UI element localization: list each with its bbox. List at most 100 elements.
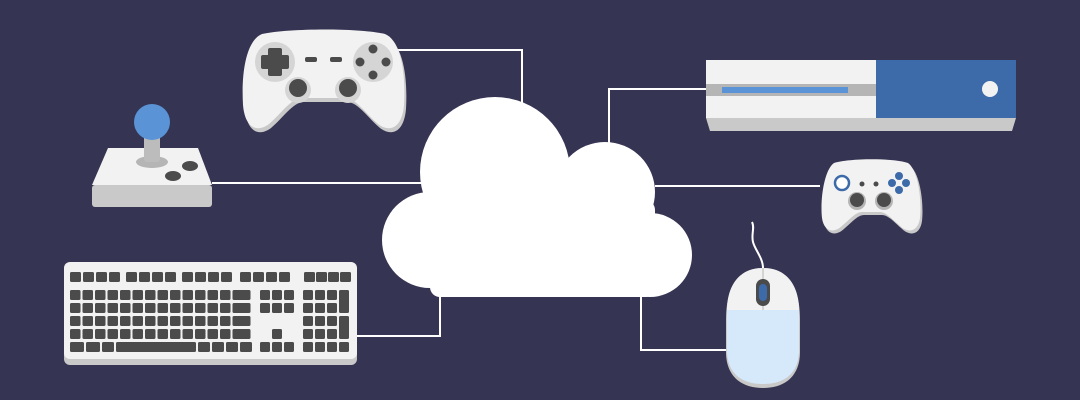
keyboard-key [95, 316, 106, 326]
connection-lines [212, 49, 820, 351]
keyboard-key [132, 290, 143, 300]
keyboard-key [339, 290, 349, 313]
keyboard-key [95, 329, 106, 339]
keyboard-key [157, 303, 168, 313]
keyboard-key [232, 316, 251, 326]
game-console-icon [706, 60, 1016, 131]
keyboard-key [120, 290, 131, 300]
keyboard-key [260, 342, 270, 352]
keyboard-key [240, 272, 251, 282]
keyboard-key [195, 329, 206, 339]
keyboard-key [157, 316, 168, 326]
keyboard-key [70, 272, 81, 282]
keyboard-key [198, 342, 210, 352]
keyboard-key [220, 290, 231, 300]
keyboard-key [102, 342, 114, 352]
keyboard-key [145, 290, 156, 300]
keyboard-key [272, 329, 282, 339]
keyboard-key [266, 272, 277, 282]
keyboard-key [82, 290, 93, 300]
keyboard-key [195, 290, 206, 300]
keyboard-key [327, 316, 337, 326]
keyboard-key [107, 303, 118, 313]
keyboard-key [107, 316, 118, 326]
keyboard-key [315, 303, 325, 313]
keyboard-key [182, 272, 193, 282]
keyboard-key [221, 272, 232, 282]
keyboard-key [340, 272, 351, 282]
keyboard-key [182, 329, 193, 339]
keyboard-key [226, 342, 238, 352]
keyboard-key [195, 316, 206, 326]
keyboard-key [272, 303, 282, 313]
keyboard-key [240, 342, 252, 352]
keyboard-key [327, 342, 337, 352]
keyboard-key [95, 303, 106, 313]
keyboard-key [70, 303, 81, 313]
keyboard-key [339, 342, 349, 352]
keyboard-key [182, 303, 193, 313]
keyboard-key [315, 316, 325, 326]
keyboard-key [120, 316, 131, 326]
keyboard-key [120, 329, 131, 339]
cloud-icon [382, 97, 692, 297]
keyboard-key [170, 329, 181, 339]
keyboard-key [157, 329, 168, 339]
keyboard-key [82, 303, 93, 313]
keyboard-key [260, 290, 270, 300]
keyboard-key [195, 303, 206, 313]
keyboard-key [70, 342, 84, 352]
keyboard-key [328, 272, 339, 282]
keyboard-key [232, 290, 251, 300]
keyboard-key [284, 290, 294, 300]
keyboard-key [170, 316, 181, 326]
keyboard-key [165, 272, 176, 282]
keyboard-key [315, 290, 325, 300]
keyboard-key [304, 272, 315, 282]
keyboard-keys [70, 272, 351, 352]
keyboard-key [82, 329, 93, 339]
keyboard-key [284, 303, 294, 313]
keyboard-key [207, 329, 218, 339]
keyboard-key [220, 329, 231, 339]
line-gamepad-ps [395, 49, 523, 110]
keyboard-key [70, 329, 81, 339]
keyboard-key [145, 316, 156, 326]
line-mouse [640, 290, 730, 351]
keyboard-key [315, 329, 325, 339]
keyboard-key [96, 272, 107, 282]
keyboard-key [170, 290, 181, 300]
keyboard-key [220, 303, 231, 313]
keyboard-key [303, 290, 313, 300]
keyboard-key [116, 342, 196, 352]
keyboard-key [327, 303, 337, 313]
keyboard-key [132, 316, 143, 326]
keyboard-key [107, 290, 118, 300]
keyboard-key [316, 272, 327, 282]
keyboard-key [107, 329, 118, 339]
keyboard-key [303, 342, 313, 352]
keyboard-key [70, 290, 81, 300]
keyboard-key [339, 316, 349, 339]
keyboard-key [279, 272, 290, 282]
keyboard-icon [64, 262, 357, 365]
gamepad-ps-icon [242, 29, 407, 133]
keyboard-key [182, 290, 193, 300]
keyboard-key [303, 316, 313, 326]
keyboard-key [145, 303, 156, 313]
keyboard-key [232, 329, 251, 339]
keyboard-key [195, 272, 206, 282]
keyboard-key [272, 290, 282, 300]
keyboard-key [132, 303, 143, 313]
keyboard-key [82, 316, 93, 326]
keyboard-key [70, 316, 81, 326]
keyboard-key [315, 342, 325, 352]
keyboard-key [232, 303, 251, 313]
keyboard-key [170, 303, 181, 313]
keyboard-key [207, 316, 218, 326]
keyboard-key [132, 329, 143, 339]
keyboard-key [208, 272, 219, 282]
mouse-icon [726, 221, 800, 388]
keyboard-key [253, 272, 264, 282]
